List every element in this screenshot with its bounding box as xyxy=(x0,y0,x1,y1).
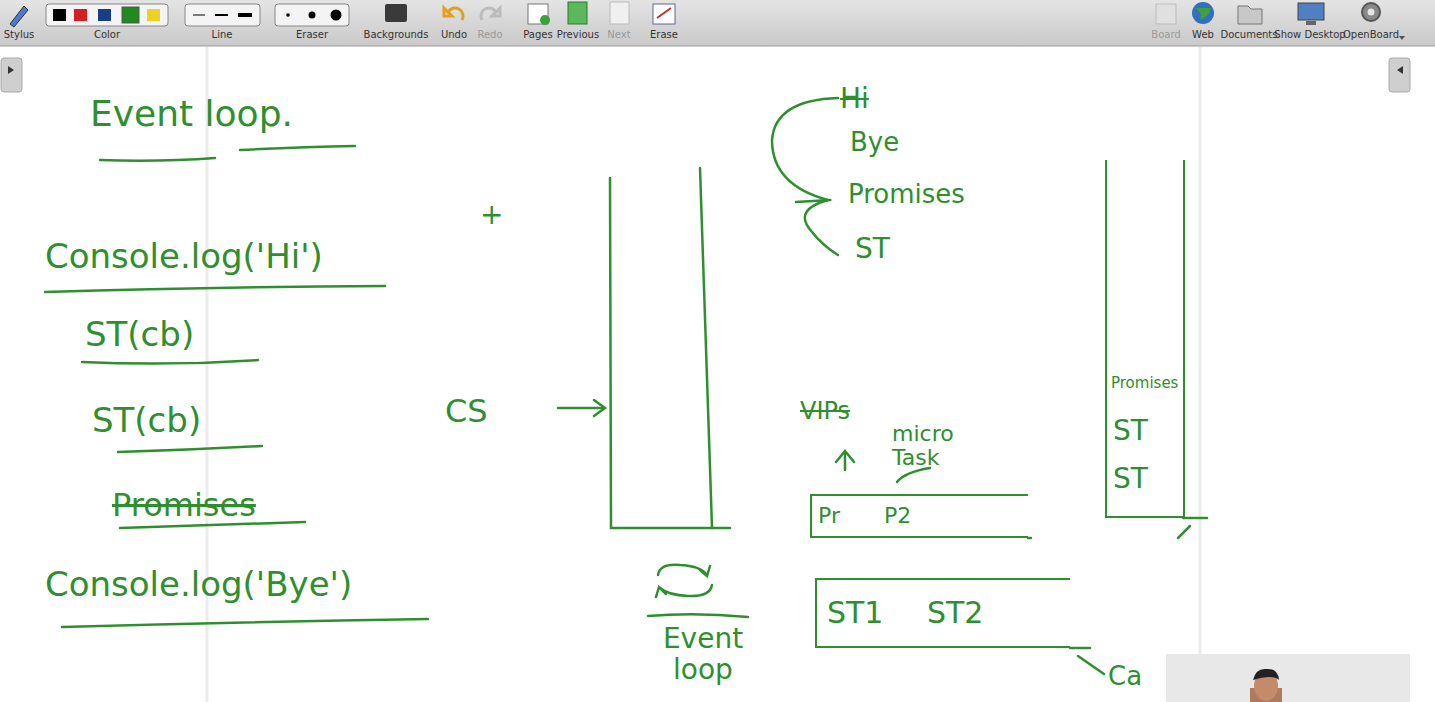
toolbar-label: Next xyxy=(607,29,630,40)
toolbar-label: Stylus xyxy=(4,29,35,40)
next-icon xyxy=(610,2,629,24)
line-widths xyxy=(185,4,260,26)
diagram-title: Event loop. xyxy=(90,94,293,134)
toolbar-label: Pages xyxy=(523,29,552,40)
color-swatches xyxy=(46,4,168,26)
queue-heading: micro Task xyxy=(892,422,992,470)
toolbar-label: Line xyxy=(212,29,233,40)
previous-icon xyxy=(568,2,587,24)
queue-item: ST xyxy=(1113,416,1148,447)
code-line: Promises xyxy=(112,488,256,523)
queue-item: ST2 xyxy=(927,596,983,629)
erase-icon xyxy=(653,4,675,24)
queue-item: Pr xyxy=(818,504,840,528)
toolbar-label: Board xyxy=(1151,29,1180,40)
toolbar-label: Redo xyxy=(477,29,502,40)
web-icon xyxy=(1192,2,1214,24)
note-label: VIPs xyxy=(800,398,850,424)
undo-icon xyxy=(444,8,463,20)
hand-strokes xyxy=(45,98,1207,674)
microtask-queue: micro TaskPrP2 xyxy=(810,494,1028,538)
toolbar-label: Previous xyxy=(557,29,599,40)
output-line: Promises xyxy=(848,180,965,209)
code-line: ST(cb) xyxy=(85,316,194,353)
stylus-icon xyxy=(10,6,28,27)
toolbar-label: Backgrounds xyxy=(364,29,429,40)
output-line: ST xyxy=(855,234,890,265)
stack-column: PromisesST ST xyxy=(1105,160,1185,518)
toolbar-label: OpenBoard xyxy=(1343,29,1399,40)
note-label: Event loop xyxy=(648,624,758,686)
board-icon xyxy=(1156,4,1176,24)
openboard-icon xyxy=(1362,3,1380,21)
documents-icon xyxy=(1238,6,1262,24)
queue-item: ST xyxy=(1113,464,1148,495)
side-tab xyxy=(1,58,22,92)
toolbar-label: Erase xyxy=(650,29,678,40)
backgrounds-icon xyxy=(385,4,407,22)
toolbar-label: Undo xyxy=(441,29,467,40)
toolbar-label: Web xyxy=(1192,29,1214,40)
queue-item: ST1 xyxy=(827,596,883,629)
toolbar-label: Show Desktop xyxy=(1274,29,1345,40)
queue-item: Promises xyxy=(1111,375,1178,392)
toolbar-label: Eraser xyxy=(296,29,328,40)
toolbar xyxy=(0,0,1435,46)
callback-queue: ST1 ST2 xyxy=(815,578,1070,648)
desktop-icon xyxy=(1298,3,1324,20)
queue-item: P2 xyxy=(884,504,911,528)
side-tab xyxy=(1389,58,1410,92)
redo-icon xyxy=(481,8,500,20)
code-line: Console.log('Hi') xyxy=(45,238,323,275)
note-label: Ca xyxy=(1108,662,1142,691)
note-label: + xyxy=(480,200,503,231)
eraser-sizes xyxy=(275,4,349,26)
note-label: CS xyxy=(445,394,488,429)
webcam-thumbnail xyxy=(1166,654,1410,702)
toolbar-label: Documents xyxy=(1220,29,1277,40)
toolbar-label: Color xyxy=(94,29,120,40)
output-line: Hi xyxy=(840,84,869,115)
code-line: Console.log('Bye') xyxy=(45,566,352,603)
code-line: ST(cb) xyxy=(92,402,201,439)
output-line: Bye xyxy=(850,128,899,157)
